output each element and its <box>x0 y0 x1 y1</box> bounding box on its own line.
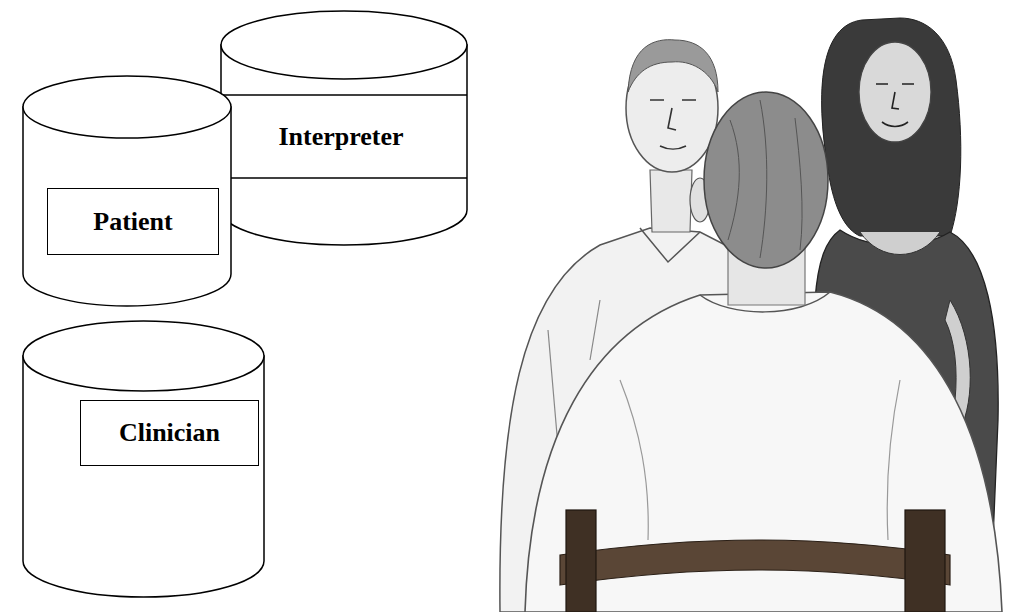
boxed-label: Clinician <box>80 400 259 466</box>
cylinder-node: Patient <box>22 75 232 307</box>
cylinder-node: Clinician <box>22 320 265 598</box>
clinician-hair <box>704 92 828 268</box>
woman-neckline <box>860 232 940 255</box>
clinician-shirt <box>525 292 1002 612</box>
cylinder-top <box>221 11 467 79</box>
woman-face <box>859 42 931 142</box>
cylinder-node: Interpreter <box>220 10 468 246</box>
cylinder-body <box>23 356 264 597</box>
cylinder-top <box>23 321 264 391</box>
man-hair <box>628 40 718 92</box>
woman-face-features <box>876 84 914 127</box>
chair-post <box>905 510 945 612</box>
man-neck <box>650 170 692 232</box>
clinician-shirt-folds <box>620 380 900 540</box>
band-line <box>221 177 467 179</box>
man-face <box>650 100 696 149</box>
cylinder-top <box>23 76 231 138</box>
chair-post <box>566 510 596 612</box>
clinician-hair-strands <box>728 100 802 258</box>
man-collar <box>640 228 700 262</box>
boxed-label: Patient <box>47 188 219 255</box>
band-line <box>221 94 467 96</box>
chair-rail <box>560 540 950 585</box>
woman-hair <box>822 18 961 236</box>
band-label: Interpreter <box>220 95 462 178</box>
